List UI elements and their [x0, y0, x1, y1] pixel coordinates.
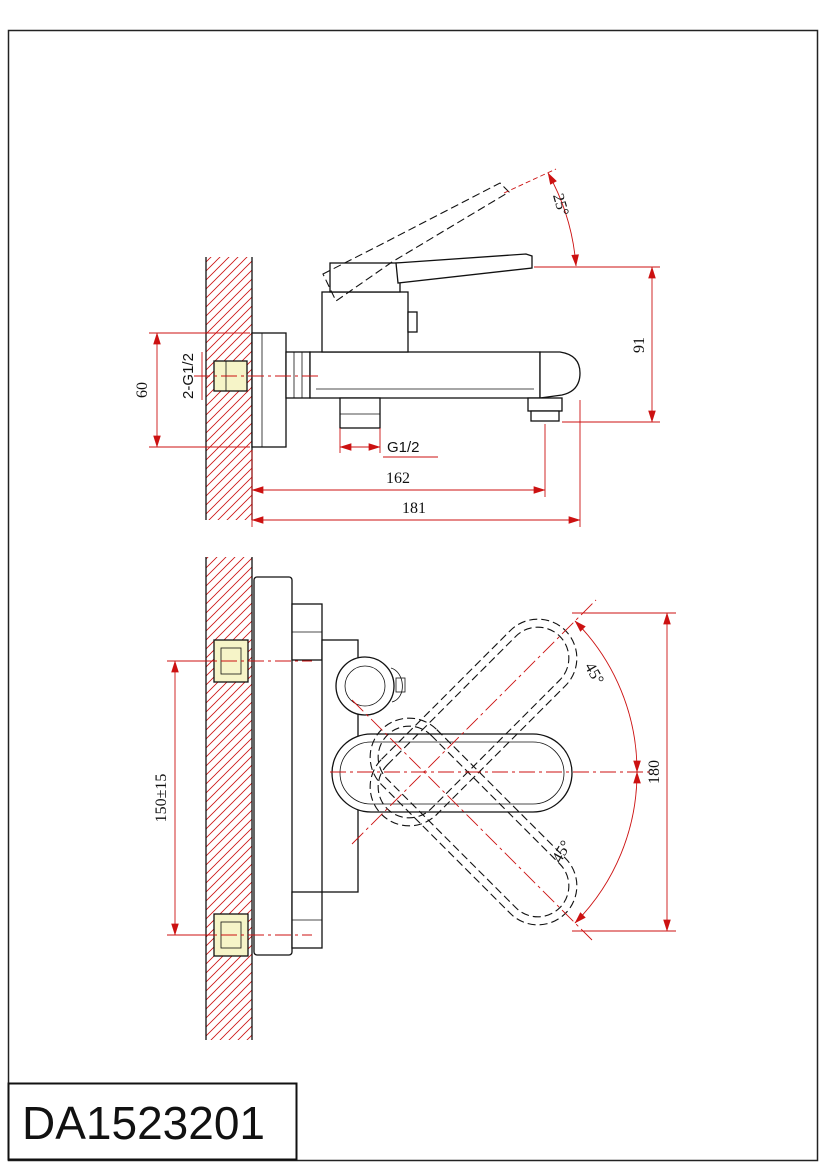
dim-label-outlet-height: 91	[631, 337, 648, 353]
handle-side-rotated-dashed	[322, 182, 510, 302]
escutcheon-front	[253, 576, 293, 956]
dim-label-overall-height: 180	[646, 760, 663, 784]
swing-centerline-up	[351, 599, 597, 845]
body-side-tab	[407, 311, 418, 333]
spout-tip	[539, 351, 581, 399]
shower-diverter-port-inner	[344, 665, 386, 707]
hose-outlet-union	[339, 397, 381, 429]
page-border	[7, 29, 819, 1162]
aerator-housing	[527, 397, 563, 412]
dim-arc-45-lower	[574, 771, 641, 924]
dim-label-hose-outlet-thread: G1/2	[387, 439, 420, 456]
wall-section-front	[205, 557, 253, 1040]
dim-label-inlet-center-distance: 150±15	[153, 774, 170, 823]
side-view: 60 2-G1/2 25° 91 G1/2 162	[134, 168, 660, 527]
wall-hatching-front	[206, 557, 252, 1040]
dim-arc-25	[547, 172, 579, 267]
front-view: 45° 45° 180 150±15	[153, 557, 676, 1040]
handle-front-inner	[339, 741, 565, 805]
handle-lever-rotated	[322, 182, 510, 302]
dim-arc-45-upper	[574, 620, 641, 773]
cartridge-cap	[329, 262, 401, 293]
dim-label-overall-reach: 181	[402, 500, 426, 517]
handle-side-solid	[395, 253, 533, 284]
connection-nut	[285, 351, 311, 399]
title-block: DA1523201	[7, 1082, 298, 1161]
handle-lever-side	[395, 253, 533, 284]
dimensions-side-view: 60 2-G1/2 25° 91 G1/2 162	[134, 168, 660, 527]
mixer-body-side	[251, 262, 581, 448]
mixer-body-front	[253, 576, 406, 956]
handle-front-solid	[331, 733, 573, 813]
ext-line-handle-rotated	[503, 168, 557, 194]
mixer-cartridge-body	[321, 291, 409, 353]
shower-diverter-port	[335, 656, 395, 716]
swing-centerline-down	[351, 699, 593, 941]
model-number: DA1523201	[22, 1097, 265, 1149]
title-block-frame	[7, 1082, 298, 1161]
aerator-ring	[530, 410, 560, 422]
diverter-clip	[390, 667, 403, 703]
dim-label-handle-open-angle: 25°	[549, 192, 572, 218]
handle-front	[331, 733, 573, 813]
escutcheon-side	[251, 332, 287, 448]
dim-label-aerator-reach: 162	[386, 470, 410, 487]
dim-label-escutcheon-height: 60	[134, 382, 151, 398]
dim-label-wall-inlet-thread: 2-G1/2	[180, 353, 197, 399]
spout-body	[309, 351, 541, 399]
diverter-tab	[395, 677, 406, 693]
